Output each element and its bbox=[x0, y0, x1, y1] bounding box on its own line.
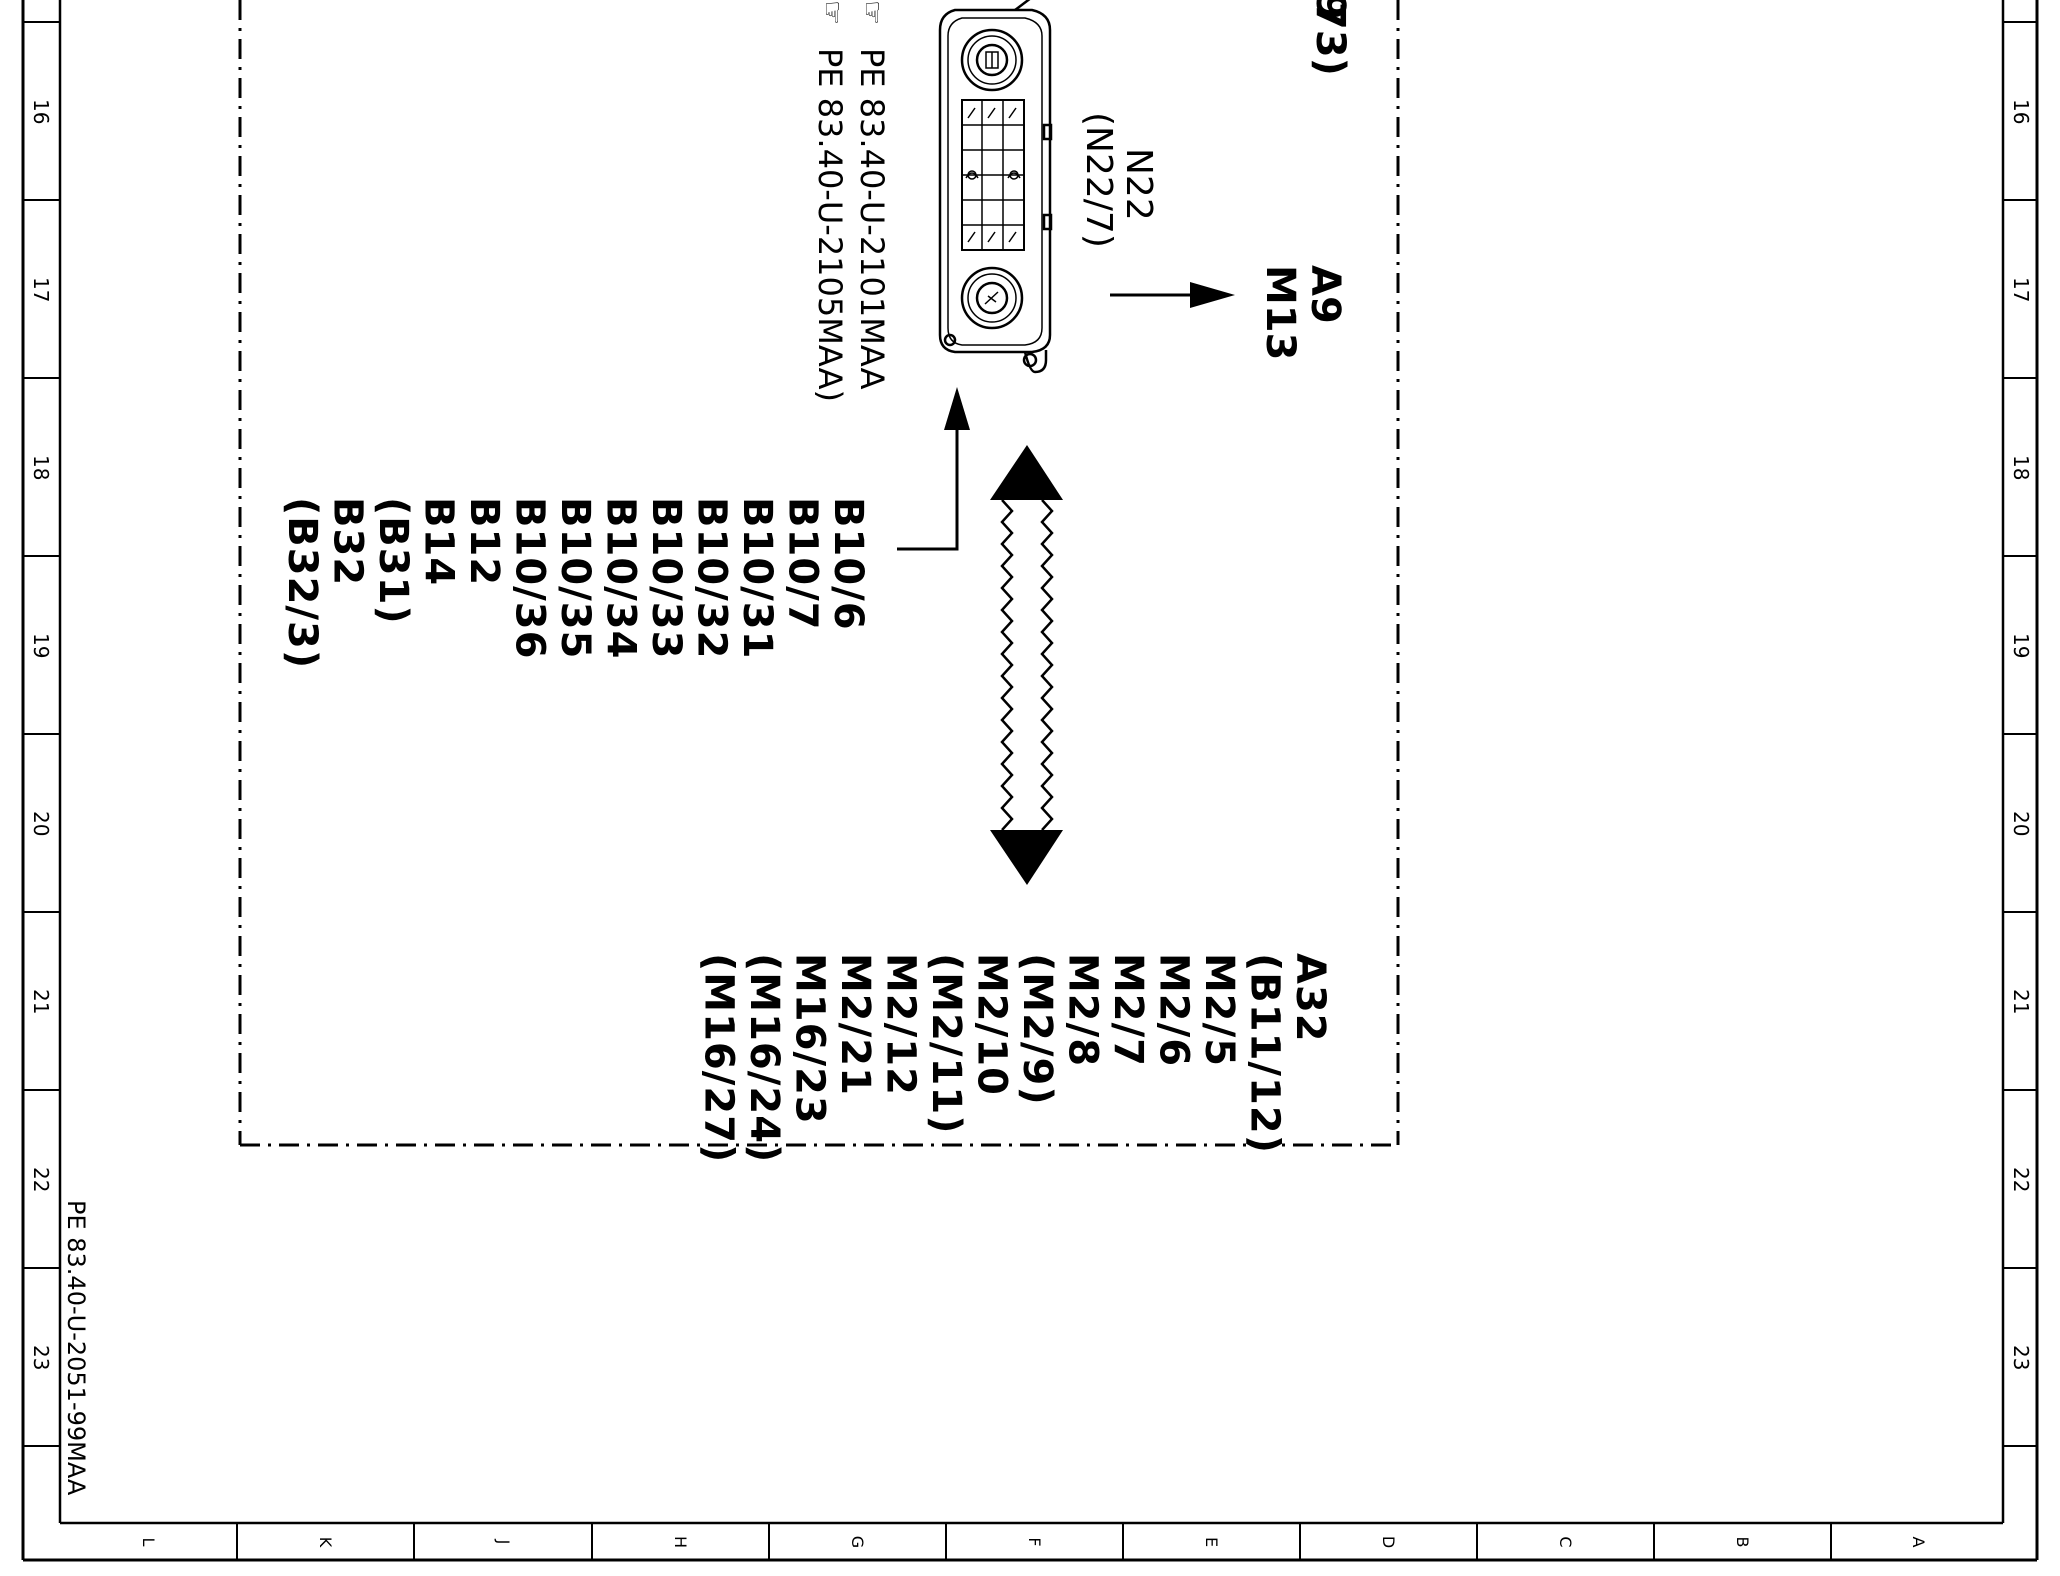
sensor-label: B10/7 bbox=[779, 497, 826, 631]
row-number: 18 bbox=[2009, 455, 2033, 481]
actuator-label: (M16/27) bbox=[695, 953, 742, 1164]
output-label-a9: A9 bbox=[1302, 265, 1348, 324]
sensor-label: B10/33 bbox=[643, 497, 689, 660]
column-letter: D bbox=[1379, 1535, 1398, 1549]
actuator-label: M2/8 bbox=[1059, 953, 1106, 1068]
actuator-label: (M2/11) bbox=[923, 953, 969, 1135]
actuator-label: M2/6 bbox=[1150, 953, 1197, 1068]
sensor-label: B14 bbox=[415, 497, 462, 587]
sensor-label: B10/36 bbox=[506, 497, 553, 660]
bus-double-arrow bbox=[990, 445, 1063, 885]
output-arrow bbox=[1110, 282, 1235, 308]
column-letter: C bbox=[1556, 1536, 1575, 1548]
row-number: 22 bbox=[29, 1167, 53, 1193]
top-fragment-73: 73) bbox=[1307, 2, 1353, 76]
column-letter: A bbox=[1909, 1536, 1928, 1548]
top-fragment-9: 9 bbox=[1307, 0, 1353, 20]
row-number: 23 bbox=[29, 1345, 53, 1371]
row-number: 22 bbox=[2009, 1167, 2033, 1193]
column-letter: J bbox=[494, 1539, 513, 1545]
column-letter: F bbox=[1025, 1537, 1044, 1547]
column-ticks bbox=[236, 1523, 1832, 1560]
column-letter: E bbox=[1202, 1536, 1221, 1548]
column-letter: L bbox=[139, 1537, 158, 1547]
row-ticks bbox=[23, 21, 2037, 1447]
actuator-label: M2/10 bbox=[968, 953, 1015, 1096]
row-number: 21 bbox=[29, 989, 53, 1015]
sensor-label: B10/32 bbox=[688, 497, 735, 660]
row-number: 16 bbox=[2009, 99, 2033, 125]
sensor-label: B10/35 bbox=[552, 497, 598, 660]
module-boundary bbox=[238, 0, 1400, 1147]
output-label-m13: M13 bbox=[1257, 265, 1303, 361]
row-number: 17 bbox=[29, 277, 53, 303]
reference-link[interactable]: PE 83.40-U-2105MAA) bbox=[811, 48, 849, 403]
row-number: 18 bbox=[29, 455, 53, 481]
actuator-label: (B11/12) bbox=[1241, 953, 1288, 1154]
actuator-label: M2/12 bbox=[877, 953, 924, 1096]
sensor-label: B10/31 bbox=[734, 497, 780, 660]
actuator-label: M16/23 bbox=[786, 953, 833, 1125]
pointing-hand-icon: ☞ bbox=[816, 0, 849, 26]
row-number: 23 bbox=[2009, 1345, 2033, 1371]
row-number: 16 bbox=[29, 99, 53, 125]
control-unit-code: (N22/7) bbox=[1078, 112, 1119, 248]
sensor-label: B32 bbox=[324, 497, 371, 587]
sensor-label: B10/34 bbox=[597, 497, 644, 660]
row-number: 20 bbox=[29, 811, 53, 837]
actuator-label: A32 bbox=[1287, 953, 1333, 1043]
sensor-label: B12 bbox=[461, 497, 507, 587]
row-number: 17 bbox=[2009, 277, 2033, 303]
row-number: 19 bbox=[2009, 633, 2033, 659]
control-unit-name: N22 bbox=[1118, 148, 1159, 221]
pointing-hand-icon: ☞ bbox=[856, 0, 889, 26]
actuator-label: M2/5 bbox=[1196, 953, 1242, 1068]
column-letter: K bbox=[316, 1536, 335, 1548]
actuator-label: (M2/9) bbox=[1014, 953, 1060, 1106]
column-letter: B bbox=[1733, 1536, 1752, 1548]
row-number: 20 bbox=[2009, 811, 2033, 837]
row-number: 21 bbox=[2009, 989, 2033, 1015]
reference-link[interactable]: PE 83.40-U-2101MAA bbox=[853, 48, 891, 390]
actuator-label: M2/7 bbox=[1105, 953, 1151, 1068]
input-arrow bbox=[897, 387, 970, 551]
sensor-label: (B31) bbox=[370, 497, 416, 625]
column-letter: H bbox=[671, 1535, 690, 1549]
climate-control-unit bbox=[938, 0, 1053, 374]
drawing-id: PE 83.40-U-2051-99MAA bbox=[62, 1200, 90, 1496]
row-number: 19 bbox=[29, 633, 53, 659]
sensor-label: (B32/3) bbox=[279, 497, 325, 670]
sensor-label: B10/6 bbox=[825, 497, 871, 631]
column-letter: G bbox=[848, 1535, 867, 1549]
actuator-label: (M16/24) bbox=[741, 953, 787, 1164]
actuator-label: M2/21 bbox=[832, 953, 878, 1096]
